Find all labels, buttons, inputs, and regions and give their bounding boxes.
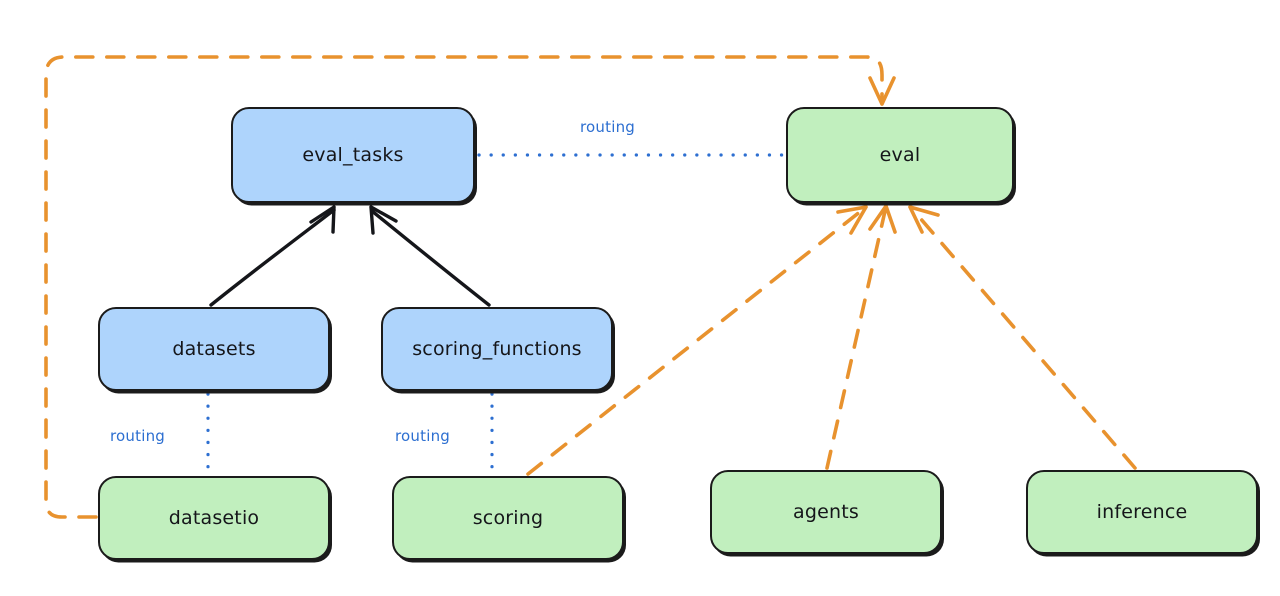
node-label: eval [879, 143, 921, 166]
edge-label-routing-datasets-datasetio: routing [110, 427, 165, 445]
arrowhead-scoring-eval [836, 205, 868, 235]
node-label: datasets [172, 337, 256, 360]
node-datasets[interactable]: datasets [98, 307, 330, 391]
edge-label-routing-scoring-functions-scoring: routing [395, 427, 450, 445]
arrowhead-inference-eval [908, 205, 940, 234]
node-datasetio[interactable]: datasetio [98, 476, 330, 560]
arrowhead-agents-eval [868, 204, 897, 234]
edge-inference-eval [912, 209, 1137, 470]
node-label: scoring [472, 506, 544, 529]
node-label: agents [793, 500, 859, 523]
node-agents[interactable]: agents [710, 470, 942, 554]
arrowhead-datasets-eval_tasks [309, 205, 336, 234]
node-eval[interactable]: eval [786, 107, 1014, 203]
node-scoring-functions[interactable]: scoring_functions [381, 307, 613, 391]
node-label: inference [1096, 500, 1188, 523]
node-scoring[interactable]: scoring [392, 476, 624, 560]
edge-scoring_functions-eval_tasks [370, 209, 491, 307]
edge-label-routing-eval-tasks-eval: routing [580, 118, 635, 136]
edge-agents-eval [825, 209, 887, 470]
node-label: eval_tasks [302, 143, 404, 166]
node-eval-tasks[interactable]: eval_tasks [231, 107, 475, 203]
arrowhead-scoring_functions-eval_tasks [369, 205, 398, 235]
node-inference[interactable]: inference [1026, 470, 1258, 554]
edge-datasets-eval_tasks [209, 208, 336, 307]
arrowhead-datasetio-eval [868, 76, 896, 106]
node-label: datasetio [168, 506, 260, 529]
node-label: scoring_functions [412, 337, 582, 360]
